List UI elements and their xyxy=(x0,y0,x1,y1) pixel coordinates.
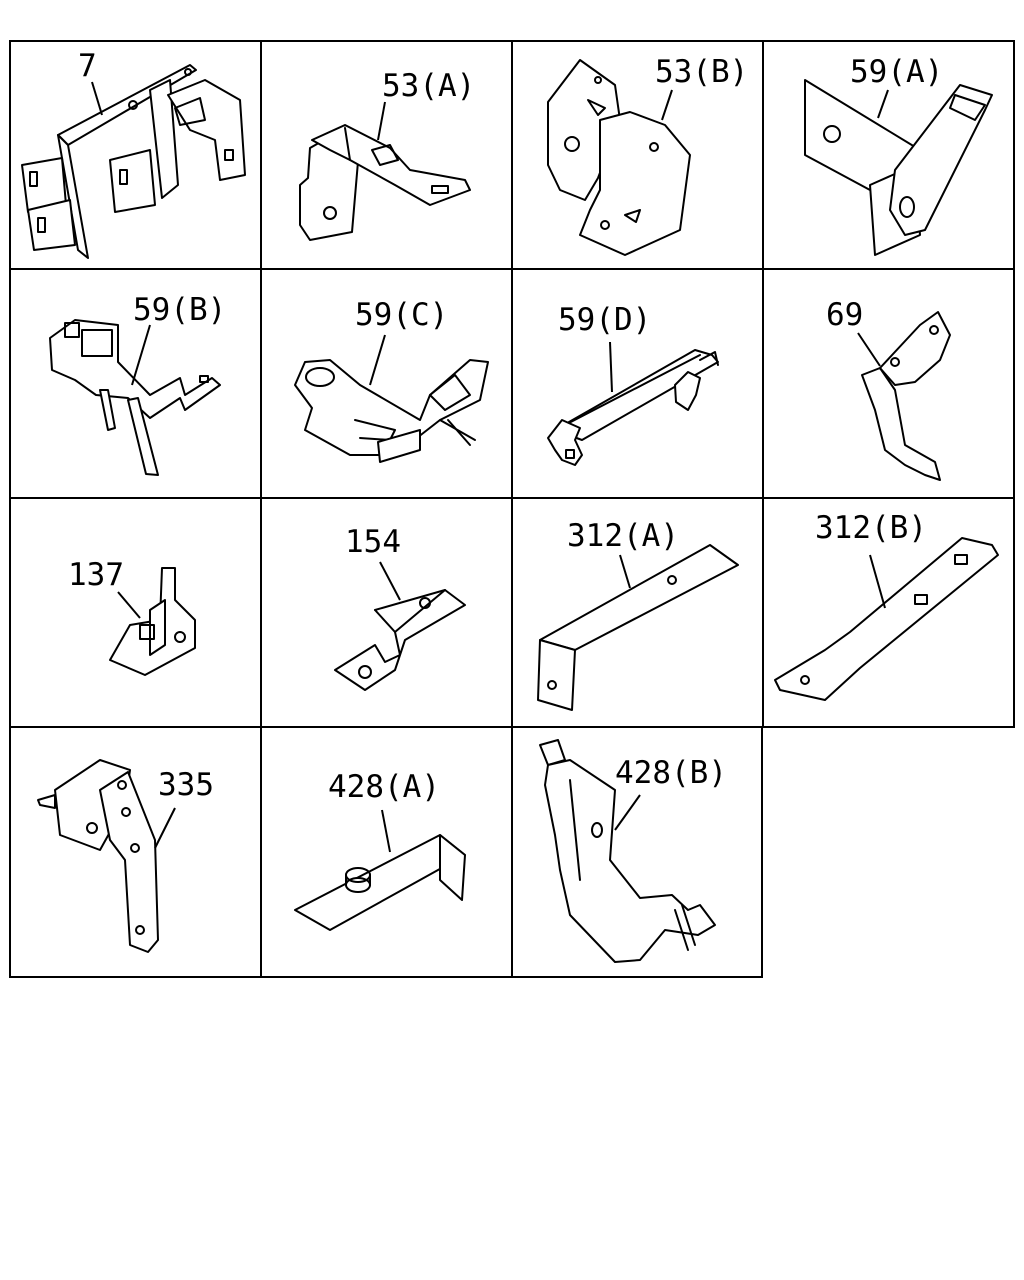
cell-part-312a: 312(A) xyxy=(537,518,739,711)
cell-part-59a: 59(A) xyxy=(804,54,993,256)
leader-312b xyxy=(869,554,886,609)
bracket-59b-drawing xyxy=(49,319,221,476)
cell-part-428b: 428(B) xyxy=(539,739,727,963)
callout-137: 137 xyxy=(68,557,124,593)
bracket-7-drawing xyxy=(21,64,246,259)
callout-312a: 312(A) xyxy=(567,518,679,554)
callout-59c: 59(C) xyxy=(355,297,448,333)
bracket-335-drawing xyxy=(37,759,159,953)
cell-part-59d: 59(D) xyxy=(547,302,719,466)
cell-part-69: 69 xyxy=(826,297,951,481)
cell-part-312b: 312(B) xyxy=(774,510,999,701)
bracket-154-drawing xyxy=(334,589,466,691)
leader-59a xyxy=(877,89,889,119)
leader-59c xyxy=(369,334,386,386)
cell-part-137: 137 xyxy=(68,557,196,676)
cell-part-154: 154 xyxy=(334,524,466,691)
bracket-428a-drawing xyxy=(294,834,466,931)
cell-part-53a: 53(A) xyxy=(299,68,475,241)
leader-335 xyxy=(154,807,176,849)
callout-7: 7 xyxy=(78,48,97,84)
callout-312b: 312(B) xyxy=(815,510,927,546)
bracket-312b-drawing xyxy=(774,537,999,701)
cell-part-428a: 428(A) xyxy=(294,769,466,931)
grid-lines xyxy=(9,40,1015,978)
callout-335: 335 xyxy=(158,767,214,803)
leader-312a xyxy=(619,554,631,589)
callout-59d: 59(D) xyxy=(558,302,651,338)
callout-154: 154 xyxy=(345,524,401,560)
bracket-53b-drawing xyxy=(547,59,691,256)
bracket-53a-drawing xyxy=(299,124,471,241)
cell-part-53b: 53(B) xyxy=(547,54,748,256)
bracket-69-drawing xyxy=(861,311,951,481)
bracket-428b-drawing xyxy=(539,739,716,963)
leader-69 xyxy=(857,332,881,367)
callout-59a: 59(A) xyxy=(850,54,943,90)
callout-428b: 428(B) xyxy=(615,755,727,791)
leader-137 xyxy=(117,591,141,619)
leader-53b xyxy=(661,89,673,121)
callout-59b: 59(B) xyxy=(133,292,226,328)
callout-428a: 428(A) xyxy=(328,769,440,805)
bracket-59a-drawing xyxy=(804,79,993,256)
cell-part-7: 7 xyxy=(21,48,246,259)
callout-53b: 53(B) xyxy=(655,54,748,90)
leader-59b xyxy=(131,324,151,386)
leader-154 xyxy=(379,561,401,601)
leader-7 xyxy=(91,81,103,116)
bracket-59d-drawing xyxy=(547,349,719,466)
leader-428a xyxy=(381,809,391,853)
bracket-312a-drawing xyxy=(537,544,739,711)
cell-part-59c: 59(C) xyxy=(294,297,489,463)
leader-428b xyxy=(614,794,641,831)
callout-53a: 53(A) xyxy=(382,68,475,104)
callout-69: 69 xyxy=(826,297,863,333)
bracket-59c-drawing xyxy=(294,359,489,463)
bracket-137-drawing xyxy=(109,567,196,676)
cell-part-59b: 59(B) xyxy=(49,292,226,476)
leader-53a xyxy=(377,101,386,141)
cell-part-335: 335 xyxy=(37,759,214,953)
leader-59d xyxy=(609,341,613,393)
